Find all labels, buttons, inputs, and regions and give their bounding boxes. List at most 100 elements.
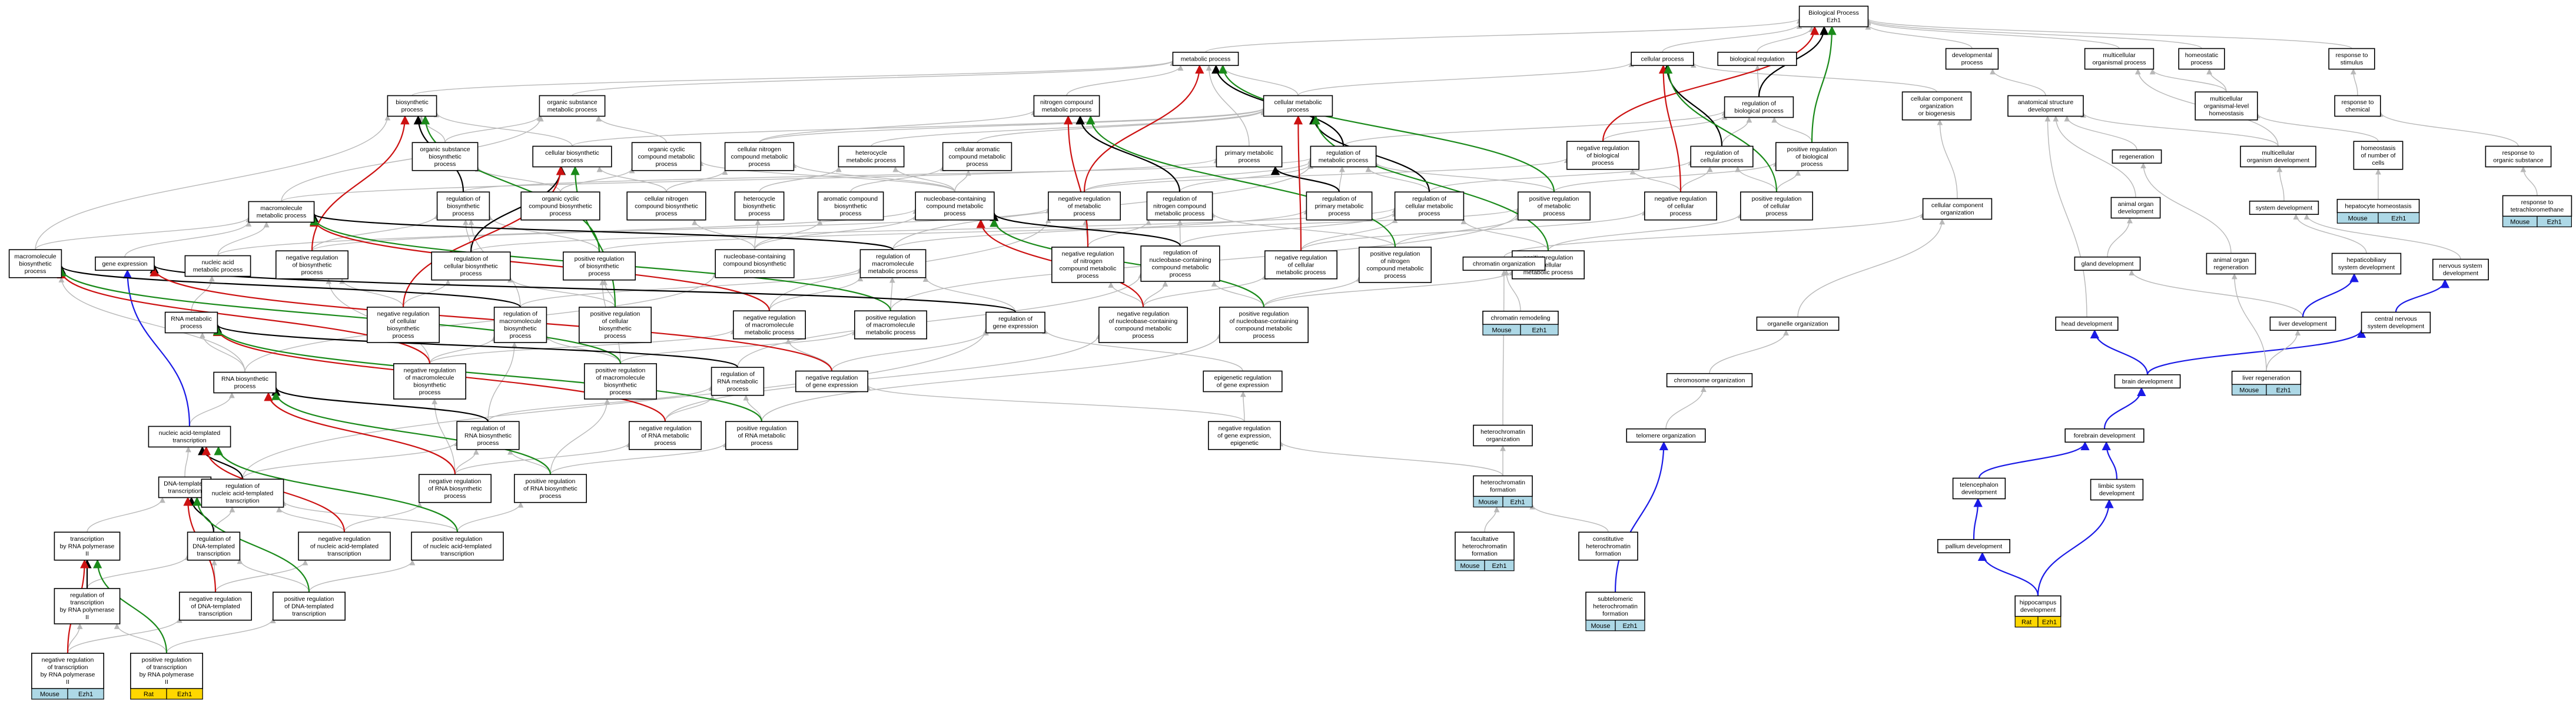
go-term-node[interactable]: organelle organization — [1756, 316, 1840, 331]
go-term-node[interactable]: chromosome organization — [1666, 373, 1753, 388]
go-term-node[interactable]: telomere organization — [1626, 428, 1706, 443]
go-term-node[interactable]: biological regulation — [1717, 51, 1797, 67]
go-term-node[interactable]: brain development — [2114, 374, 2181, 389]
go-term-node[interactable]: gene expression — [95, 256, 155, 271]
go-term-node[interactable]: subtelomericheterochromatinformationMous… — [1585, 591, 1645, 631]
go-term-node[interactable]: forebrain development — [2064, 428, 2145, 443]
go-term-node[interactable]: chromatin organization — [1462, 256, 1546, 271]
go-term-node[interactable]: facultativeheterochromatinformationMouse… — [1455, 531, 1515, 571]
go-term-node[interactable]: pallium development — [1937, 539, 2011, 554]
go-term-node[interactable]: head development — [2055, 316, 2119, 331]
go-term-node[interactable]: metabolic process — [1172, 51, 1239, 67]
go-term-node[interactable]: regeneration — [2112, 149, 2162, 164]
go-term-node[interactable]: liver development — [2269, 316, 2336, 331]
